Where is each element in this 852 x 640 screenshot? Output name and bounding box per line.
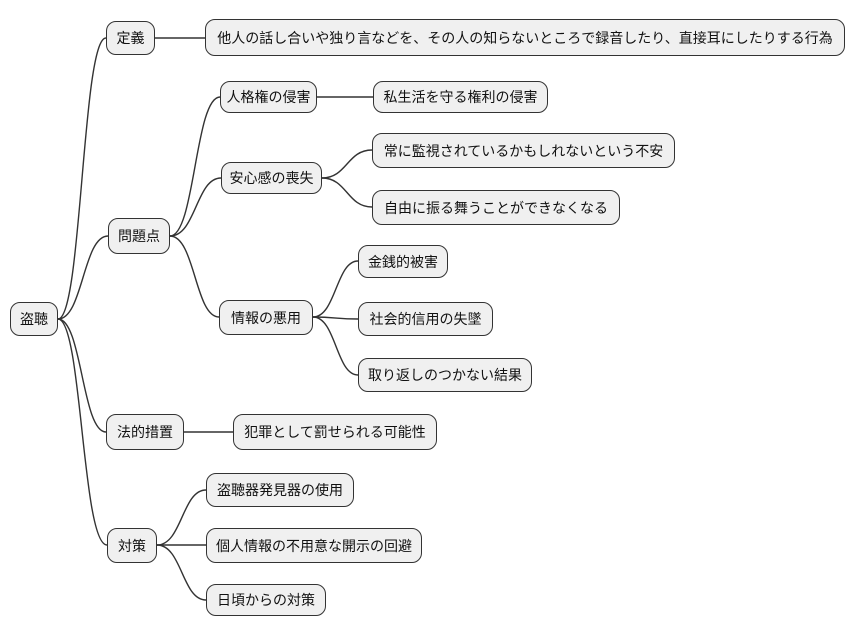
- node-mondaiten-label: 問題点: [118, 228, 160, 244]
- connector-anshinkan-kanshi: [321, 149, 373, 179]
- node-hoteki-sochi[interactable]: 法的措置: [106, 414, 184, 450]
- connector-anshinkan-jiyu: [321, 177, 373, 208]
- node-teigi-definition[interactable]: 他人の話し合いや独り言などを、その人の知らないところで録音したり、直接耳にしたり…: [205, 19, 845, 56]
- node-shiseikatsu-kenri-label: 私生活を守る権利の侵害: [383, 89, 538, 105]
- node-jinkakuken-shingai[interactable]: 人格権の侵害: [220, 81, 317, 113]
- node-root-label: 盗聴: [20, 311, 48, 327]
- connector-mondaiten-jinkakuken: [169, 96, 221, 237]
- connector-johoakuyo-shakaiteki: [312, 316, 359, 320]
- node-torikaeshi-kekka[interactable]: 取り返しのつかない結果: [358, 358, 532, 392]
- node-shakaiteki-shinyo[interactable]: 社会的信用の失墜: [358, 302, 493, 336]
- node-jiyu-furumai[interactable]: 自由に振る舞うことができなくなる: [372, 190, 620, 225]
- connector-mondaiten-johoakuyo: [169, 235, 220, 318]
- connector-taisaku-hakken: [156, 489, 207, 546]
- node-joho-akuyo-label: 情報の悪用: [231, 309, 301, 326]
- node-taisaku-label: 対策: [118, 537, 146, 554]
- connector-root-teigi: [57, 37, 107, 320]
- node-kojinjoho-kaihi[interactable]: 個人情報の不用意な開示の回避: [206, 528, 422, 563]
- node-higoro-taisaku[interactable]: 日頃からの対策: [206, 584, 326, 616]
- node-anshinkan-soshitsu-label: 安心感の喪失: [229, 170, 314, 186]
- node-shakaiteki-shinyo-label: 社会的信用の失墜: [369, 311, 482, 327]
- node-joho-akuyo[interactable]: 情報の悪用: [219, 300, 313, 335]
- node-teigi[interactable]: 定義: [106, 21, 155, 55]
- node-torikaeshi-kekka-label: 取り返しのつかない結果: [368, 367, 522, 383]
- node-kinsen-higai[interactable]: 金銭的被害: [358, 245, 448, 278]
- connector-root-taisaku: [57, 318, 108, 546]
- connector-root-mondaiten: [57, 235, 109, 320]
- node-hoteki-sochi-label: 法的措置: [117, 424, 173, 440]
- node-teigi-definition-label: 他人の話し合いや独り言などを、その人の知らないところで録音したり、直接耳にしたり…: [217, 29, 833, 46]
- node-higoro-taisaku-label: 日頃からの対策: [217, 592, 315, 608]
- node-anshinkan-soshitsu[interactable]: 安心感の喪失: [221, 162, 322, 194]
- connector-johoakuyo-kinsen: [312, 260, 359, 318]
- node-jiyu-furumai-label: 自由に振る舞うことができなくなる: [384, 199, 608, 216]
- node-kinsen-higai-label: 金銭的被害: [368, 253, 438, 270]
- node-hakkenki-shiyo-label: 盗聴器発見器の使用: [217, 482, 343, 498]
- node-hakkenki-shiyo[interactable]: 盗聴器発見器の使用: [206, 473, 354, 507]
- node-jinkakuken-shingai-label: 人格権の侵害: [226, 89, 311, 105]
- node-hanzai-kanosei[interactable]: 犯罪として罰せられる可能性: [233, 414, 437, 450]
- node-mondaiten[interactable]: 問題点: [108, 218, 170, 254]
- connector-johoakuyo-torikaeshi: [312, 316, 359, 376]
- node-hanzai-kanosei-label: 犯罪として罰せられる可能性: [244, 424, 426, 440]
- node-taisaku[interactable]: 対策: [107, 528, 157, 563]
- node-root[interactable]: 盗聴: [10, 302, 58, 336]
- connector-mondaiten-anshinkan: [169, 177, 222, 237]
- node-teigi-label: 定義: [116, 30, 145, 46]
- node-kanshi-fuan[interactable]: 常に監視されているかもしれないという不安: [372, 133, 675, 168]
- connector-taisaku-higoro: [156, 544, 207, 601]
- node-kanshi-fuan-label: 常に監視されているかもしれないという不安: [383, 142, 664, 159]
- node-kojinjoho-kaihi-label: 個人情報の不用意な開示の回避: [216, 537, 412, 554]
- connector-root-hoteki: [57, 318, 107, 433]
- node-shiseikatsu-kenri[interactable]: 私生活を守る権利の侵害: [373, 81, 548, 113]
